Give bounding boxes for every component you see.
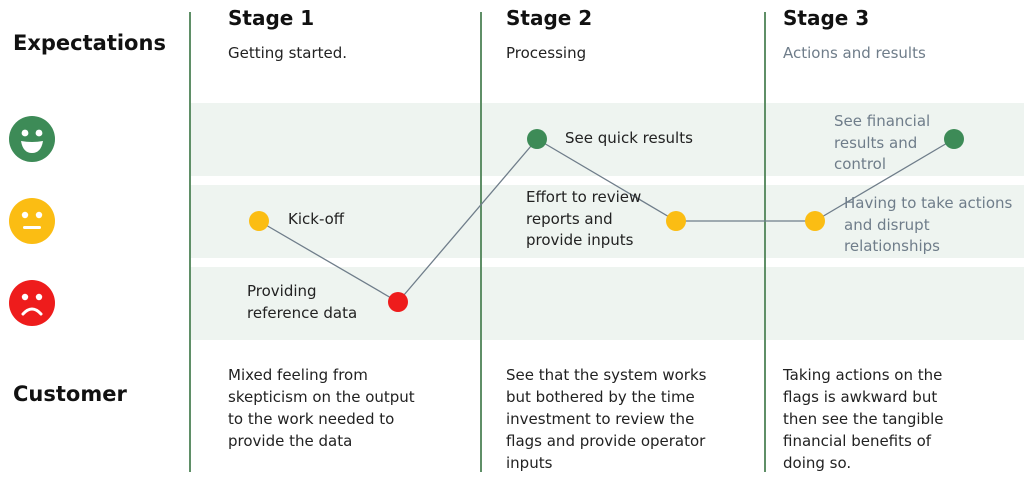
stage-3-description: Taking actions on the flags is awkward b… bbox=[783, 366, 944, 472]
happy-face-icon bbox=[9, 116, 55, 162]
stage-2-description: See that the system works but bothered b… bbox=[506, 366, 707, 472]
customer-label: Customer bbox=[13, 382, 127, 406]
journey-connector bbox=[258, 220, 399, 303]
happy-band bbox=[190, 103, 1024, 176]
point-label-having-to-take-actions: Having to take actions and disrupt relat… bbox=[844, 194, 1013, 255]
journey-point-2 bbox=[388, 292, 408, 312]
journey-point-5 bbox=[805, 211, 825, 231]
journey-connector bbox=[536, 138, 677, 222]
stage-3-title: Stage 3 bbox=[783, 6, 870, 30]
journey-point-4 bbox=[666, 211, 686, 231]
point-label-kick-off: Kick-off bbox=[288, 210, 345, 228]
stage-2-divider bbox=[480, 12, 482, 472]
journey-point-1 bbox=[249, 211, 269, 231]
neutral-face-icon bbox=[9, 198, 55, 244]
journey-point-3 bbox=[527, 129, 547, 149]
point-label-effort-to-review: Effort to review reports and provide inp… bbox=[526, 188, 642, 249]
stage-1-subtitle: Getting started. bbox=[228, 44, 348, 62]
sad-band bbox=[190, 267, 1024, 340]
stage-1-description: Mixed feeling from skepticism on the out… bbox=[228, 366, 415, 450]
stage-3-divider bbox=[764, 12, 766, 472]
journey-point-6 bbox=[944, 129, 964, 149]
journey-connector bbox=[397, 138, 538, 303]
journey-connector bbox=[814, 138, 955, 222]
stage-2-title: Stage 2 bbox=[506, 6, 593, 30]
expectations-label: Expectations bbox=[13, 31, 166, 55]
sad-face-icon bbox=[9, 280, 55, 326]
stage-3-subtitle: Actions and results bbox=[783, 44, 926, 62]
point-label-providing-reference-data: Providing reference data bbox=[247, 282, 358, 322]
stage-1-title: Stage 1 bbox=[228, 6, 315, 30]
stage-1-divider bbox=[189, 12, 191, 472]
point-label-see-quick-results: See quick results bbox=[565, 129, 693, 147]
stage-2-subtitle: Processing bbox=[506, 44, 587, 62]
neutral-band bbox=[190, 185, 1024, 258]
point-label-see-financial-results: See financial results and control bbox=[834, 112, 931, 173]
